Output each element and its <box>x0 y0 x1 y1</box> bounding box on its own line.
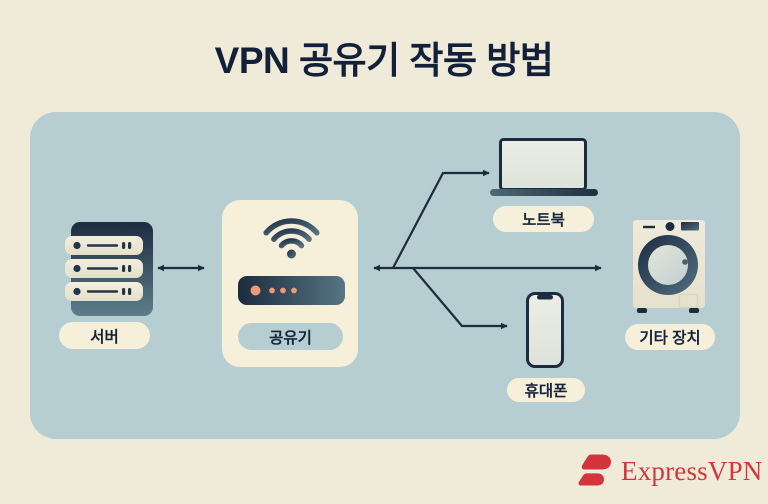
phone-label-pill: 휴대폰 <box>507 378 585 402</box>
phone-icon <box>526 292 564 368</box>
other-device-label: 기타 장치 <box>639 330 701 347</box>
server-icon <box>65 222 153 316</box>
laptop-icon <box>490 138 598 196</box>
brand-logo: ExpressVPN <box>577 452 763 490</box>
diagram-panel: 서버 <box>30 112 740 439</box>
arrow-router-laptop <box>392 169 490 269</box>
server-label: 서버 <box>90 328 119 346</box>
server-label-pill: 서버 <box>59 322 150 349</box>
arrow-router-phone <box>412 267 508 330</box>
router-label-pill: 공유기 <box>238 323 343 350</box>
other-device-label-pill: 기타 장치 <box>625 324 715 350</box>
router-icon <box>238 218 345 305</box>
page-title: VPN 공유기 작동 방법 <box>214 40 554 81</box>
laptop-label: 노트북 <box>522 212 565 229</box>
expressvpn-logo-icon <box>578 454 611 486</box>
router-card: 공유기 <box>222 200 358 367</box>
washing-machine-icon <box>633 220 705 313</box>
router-label: 공유기 <box>269 329 312 347</box>
phone-label: 휴대폰 <box>524 383 568 400</box>
expressvpn-wordmark: ExpressVPN <box>621 456 763 486</box>
laptop-label-pill: 노트북 <box>493 206 594 232</box>
connection-arrows <box>157 169 602 330</box>
